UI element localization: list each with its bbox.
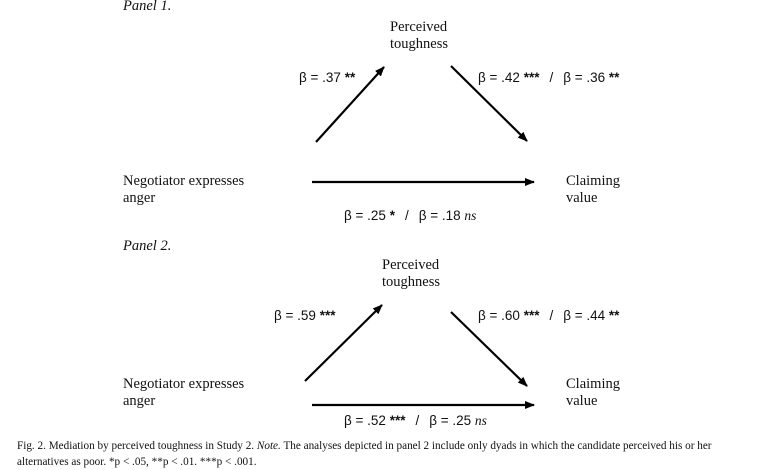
caption-note-label: Note. (256, 440, 281, 452)
panel-1-predictor-line-1: Negotiator expresses (123, 173, 245, 189)
panel-2-path-b-coefficient: β = .60 ***/β = .44 ** (478, 308, 620, 323)
panel-1-path-a-arrow (315, 66, 385, 143)
panel-2: Panel 2. Perceived toughness Negotiator … (122, 238, 620, 428)
panel-1-path-c-coefficient: β = .25 */β = .18 ns (344, 208, 476, 223)
mediation-diagram: Panel 1. Perceived toughness Negotiator … (122, 0, 620, 428)
panel-2-predictor-line-2: anger (123, 393, 155, 409)
panel-2-predictor-line-1: Negotiator expresses (123, 376, 245, 392)
panel-1-path-a-coefficient: β = .37 ** (299, 70, 356, 85)
panel-2-mediator-line-1: Perceived (382, 257, 440, 273)
panel-2-outcome-line-1: Claiming (566, 376, 620, 392)
figure-caption: Fig. 2. Mediation by perceived toughness… (17, 439, 752, 470)
panel-1-label: Panel 1. (122, 0, 171, 14)
panel-1-predictor-line-2: anger (123, 190, 155, 206)
panel-1-path-b-coefficient: β = .42 ***/β = .36 ** (478, 70, 620, 85)
panel-2-path-c-coefficient: β = .52 ***/β = .25 ns (344, 413, 487, 428)
panel-2-mediator-node: Perceived toughness (382, 257, 440, 290)
panel-1-path-b-arrow (450, 65, 528, 142)
panel-1: Panel 1. Perceived toughness Negotiator … (122, 0, 620, 223)
panel-2-path-a-arrow (304, 304, 383, 382)
panel-1-predictor-node: Negotiator expresses anger (123, 173, 245, 206)
panel-2-label: Panel 2. (122, 238, 171, 254)
panel-2-path-b-arrow (450, 311, 528, 387)
panel-2-mediator-line-2: toughness (382, 274, 440, 290)
panel-1-outcome-node: Claiming value (566, 173, 620, 206)
panel-1-mediator-line-2: toughness (390, 36, 448, 52)
panel-1-outcome-line-1: Claiming (566, 173, 620, 189)
panel-2-path-a-coefficient: β = .59 *** (274, 308, 336, 323)
panel-2-outcome-node: Claiming value (566, 376, 620, 409)
caption-body: The analyses depicted in panel 2 include… (17, 440, 712, 468)
panel-2-predictor-node: Negotiator expresses anger (123, 376, 245, 409)
panel-2-outcome-line-2: value (566, 393, 597, 409)
panel-1-mediator-line-1: Perceived (390, 19, 448, 35)
caption-lead: Fig. 2. Mediation by perceived toughness… (17, 440, 255, 452)
panel-1-mediator-node: Perceived toughness (390, 19, 448, 52)
panel-1-outcome-line-2: value (566, 190, 597, 206)
